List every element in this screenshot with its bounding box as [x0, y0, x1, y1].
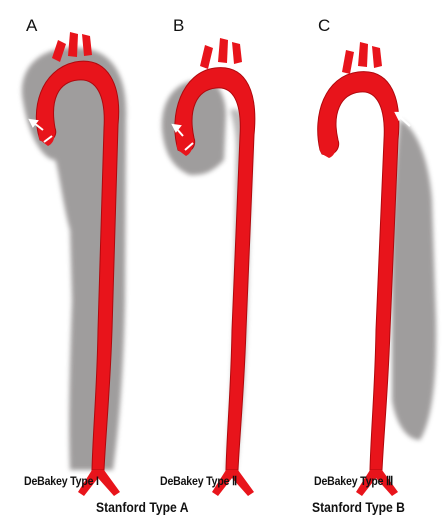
true-lumen	[318, 72, 399, 470]
group-stanford-type-b: Stanford Type B	[312, 500, 405, 515]
panel-letter-c: C	[318, 16, 330, 36]
false-lumen	[392, 120, 436, 440]
panel-letter-b: B	[173, 16, 184, 36]
caption-debakey-type-3: DeBakey Type Ⅲ	[314, 474, 393, 488]
caption-debakey-type-2: DeBakey Type Ⅱ	[160, 474, 237, 488]
group-stanford-type-a: Stanford Type A	[96, 500, 188, 515]
caption-debakey-type-1: DeBakey Type I	[24, 474, 99, 488]
panel-letter-a: A	[26, 16, 37, 36]
panel-a-aorta	[22, 32, 126, 496]
panel-c-aorta	[318, 42, 436, 496]
arch-branches	[342, 42, 382, 74]
arch-branches	[200, 38, 242, 69]
panel-b-aorta	[162, 38, 255, 496]
